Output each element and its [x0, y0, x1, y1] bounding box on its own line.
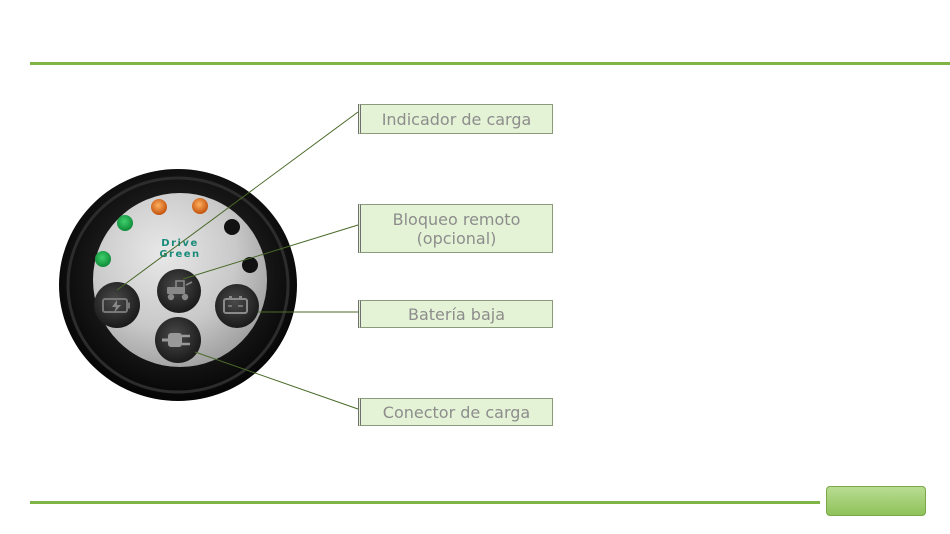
charge-led-1	[95, 251, 111, 267]
charge-led-3	[151, 199, 167, 215]
nav-button[interactable]	[826, 486, 926, 516]
callout-charge-indicator: Indicador de carga	[358, 104, 553, 134]
charge-led-4	[192, 198, 208, 214]
charge-status-button[interactable]	[94, 282, 140, 328]
low-battery-button[interactable]	[215, 284, 259, 328]
callout-remote-lock-label: Bloqueo remoto	[393, 210, 521, 229]
charge-led-6	[242, 257, 258, 273]
callout-charge-indicator-label: Indicador de carga	[382, 110, 532, 129]
bottom-divider	[30, 501, 820, 504]
charge-connector-button[interactable]	[155, 317, 201, 363]
callout-remote-lock: Bloqueo remoto (opcional)	[358, 204, 553, 253]
callout-remote-lock-note: (opcional)	[393, 229, 521, 248]
callout-low-battery-label: Batería baja	[408, 305, 505, 324]
callout-low-battery: Batería baja	[358, 300, 553, 328]
charge-led-5	[224, 219, 240, 235]
callout-charge-connector: Conector de carga	[358, 398, 553, 426]
charge-led-2	[117, 215, 133, 231]
callout-charge-connector-label: Conector de carga	[383, 403, 530, 422]
